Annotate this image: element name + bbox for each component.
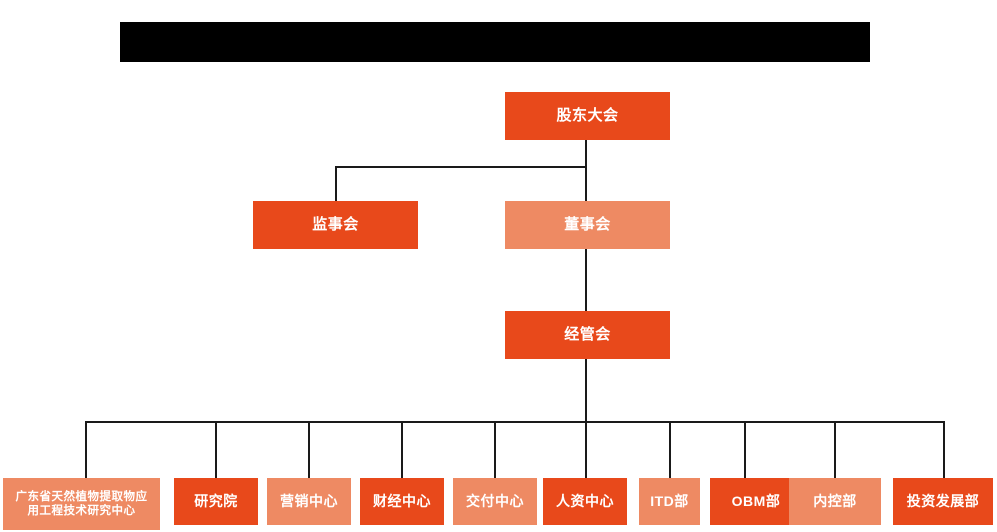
connector-to-hr-center <box>585 421 587 478</box>
org-node-directors[interactable]: 董事会 <box>505 201 670 249</box>
org-node-obm-department-label: OBM部 <box>731 492 781 509</box>
org-node-delivery-center[interactable]: 交付中心 <box>453 478 537 525</box>
connector-to-research-center <box>85 421 87 478</box>
org-node-management[interactable]: 经管会 <box>505 311 670 359</box>
org-node-itd-department[interactable]: ITD部 <box>639 478 700 525</box>
connector-to-institute <box>215 421 217 478</box>
org-node-marketing-center-label: 营销中心 <box>280 492 338 509</box>
org-node-institute-label: 研究院 <box>194 492 238 509</box>
connector-shareholders-bus <box>335 166 587 168</box>
connector-department-bus <box>85 421 944 423</box>
org-node-shareholders[interactable]: 股东大会 <box>505 92 670 140</box>
connector-to-finance-center <box>401 421 403 478</box>
connector-to-directors <box>585 166 587 201</box>
org-node-supervisors[interactable]: 监事会 <box>253 201 418 249</box>
org-node-itd-department-label: ITD部 <box>650 492 689 509</box>
connector-to-internal-control-department <box>834 421 836 478</box>
connector-directors-to-management <box>585 249 587 311</box>
connector-to-investment-development-department <box>943 421 945 478</box>
org-node-hr-center[interactable]: 人资中心 <box>543 478 627 525</box>
connector-shareholders-stem <box>585 139 587 167</box>
org-node-finance-center-label: 财经中心 <box>373 492 431 509</box>
org-node-delivery-center-label: 交付中心 <box>466 492 524 509</box>
org-node-research-center[interactable]: 广东省天然植物提取物应 用工程技术研究中心 <box>3 478 160 530</box>
org-node-investment-development-department[interactable]: 投资发展部 <box>893 478 993 525</box>
org-node-hr-center-label: 人资中心 <box>556 492 614 509</box>
org-node-management-label: 经管会 <box>564 325 611 343</box>
org-node-institute[interactable]: 研究院 <box>174 478 258 525</box>
org-node-research-center-label-line1: 广东省天然植物提取物应 <box>15 490 148 503</box>
org-node-internal-control-department-label: 内控部 <box>813 492 857 509</box>
org-node-research-center-label: 广东省天然植物提取物应 用工程技术研究中心 <box>12 490 152 519</box>
connector-to-supervisors <box>335 166 337 201</box>
org-node-obm-department[interactable]: OBM部 <box>710 478 802 525</box>
org-node-shareholders-label: 股东大会 <box>556 106 619 124</box>
org-node-supervisors-label: 监事会 <box>312 215 359 233</box>
connector-to-delivery-center <box>494 421 496 478</box>
org-node-directors-label: 董事会 <box>564 215 611 233</box>
connector-management-stem <box>585 359 587 422</box>
redacted-title-bar <box>120 22 870 62</box>
connector-to-itd-department <box>669 421 671 478</box>
connector-to-marketing-center <box>308 421 310 478</box>
org-node-finance-center[interactable]: 财经中心 <box>360 478 444 525</box>
org-node-research-center-label-line2: 用工程技术研究中心 <box>27 505 136 517</box>
connector-to-obm-department <box>744 421 746 478</box>
org-node-marketing-center[interactable]: 营销中心 <box>267 478 351 525</box>
org-node-investment-development-department-label: 投资发展部 <box>906 492 980 509</box>
org-node-internal-control-department[interactable]: 内控部 <box>789 478 881 525</box>
